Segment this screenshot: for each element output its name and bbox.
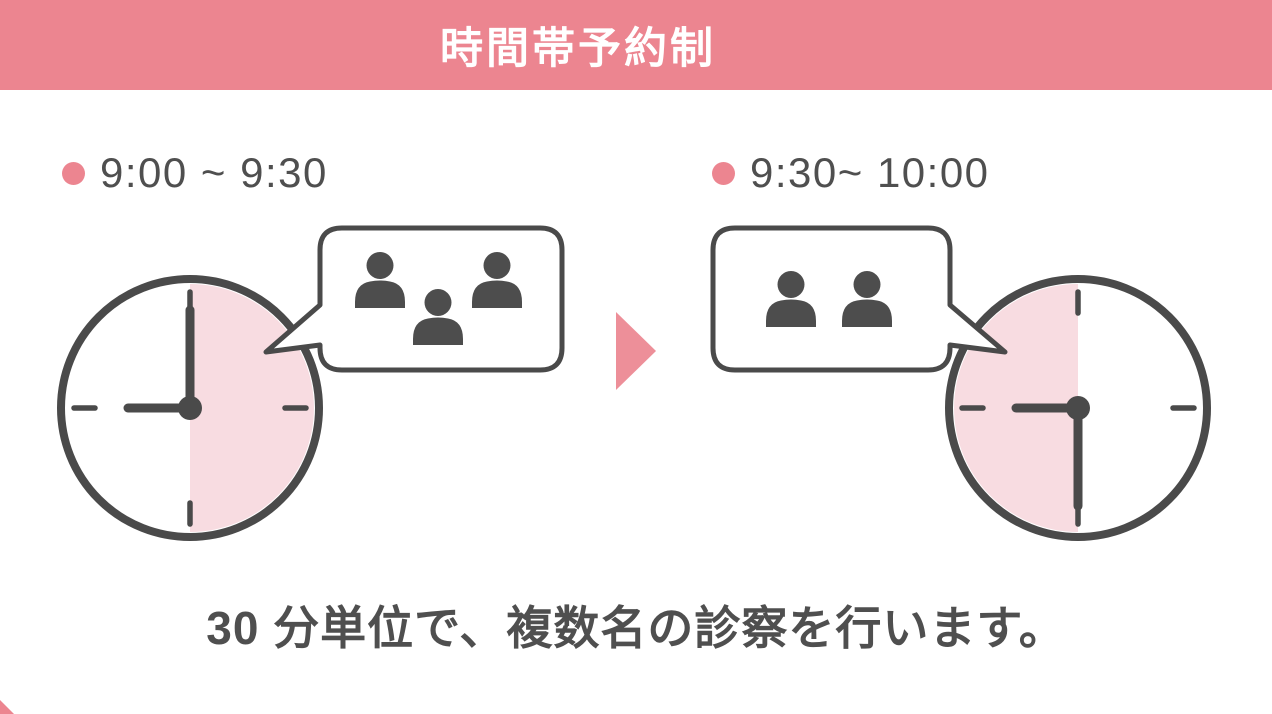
arrow-right-icon (616, 312, 656, 390)
person-icon (765, 271, 817, 327)
attendee-group-2 (713, 228, 950, 370)
timeslot-label-1: 9:00 ~ 9:30 (62, 149, 328, 196)
clock-face-rim (57, 275, 323, 541)
caption-text: 30 分単位で、複数名の診察を行います。 (206, 602, 1066, 654)
title-bar: 時間帯予約制 (0, 0, 1272, 90)
timeslot-label-2: 9:30~ 10:00 (712, 149, 990, 196)
corner-accent-triangle (0, 700, 14, 714)
bullet-dot-icon (712, 161, 735, 185)
timeslot-1-text: 9:00 ~ 9:30 (100, 149, 328, 196)
person-icon (841, 271, 893, 327)
person-icon (412, 289, 464, 345)
speech-bubble-shape (710, 225, 1008, 373)
person-icon (354, 252, 406, 308)
clock-face-rim (945, 275, 1211, 541)
speech-bubble-2 (710, 225, 1008, 373)
clock-center-dot (178, 396, 202, 420)
attendee-group-1 (320, 228, 562, 370)
clock-center-dot (1066, 396, 1090, 420)
page-title: 時間帯予約制 (440, 25, 716, 73)
bullet-dot-icon (62, 161, 85, 185)
person-icon (471, 252, 523, 308)
timeslot-2-text: 9:30~ 10:00 (750, 149, 990, 196)
